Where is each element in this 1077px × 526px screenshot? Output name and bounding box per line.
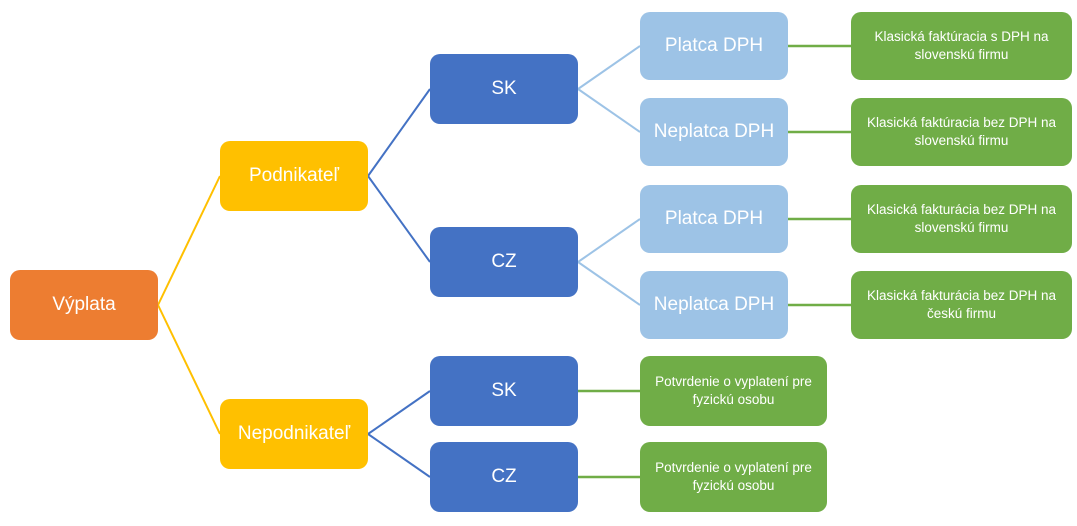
node-podnikatel: Podnikateľ xyxy=(220,141,368,211)
connector-podnikatel-cz xyxy=(367,175,431,263)
result-sk-nepodnikatel: Potvrdenie o vyplatení pre fyzickú osobu xyxy=(640,356,827,426)
node-platca-dph-cz: Platca DPH xyxy=(640,185,788,253)
node-platca-dph-cz-label: Platca DPH xyxy=(664,208,764,229)
result-sk-platca-text: Klasická faktúracia s DPH na slovenskú f… xyxy=(874,29,1049,62)
node-neplatca-dph-sk: Neplatca DPH xyxy=(640,98,788,166)
node-sk-podnikatel: SK xyxy=(430,54,578,124)
result-cz-neplatca-text: Klasická fakturácia bez DPH na českú fir… xyxy=(866,288,1057,321)
result-cz-platca: Klasická fakturácia bez DPH na slovenskú… xyxy=(851,185,1072,253)
connector-nepodnikatel-sk xyxy=(367,390,431,435)
result-cz-nepodnikatel: Potvrdenie o vyplatení pre fyzickú osobu xyxy=(640,442,827,512)
connector-sk-neplatca xyxy=(577,88,641,133)
connector-podnikatel-sk xyxy=(367,88,431,177)
node-vyplata: Výplata xyxy=(10,270,158,340)
node-sk-nepodnikatel: SK xyxy=(430,356,578,426)
result-sk-neplatca-text: Klasická faktúracia bez DPH na slovenskú… xyxy=(866,115,1057,148)
node-nepodnikatel-label: Nepodnikateľ xyxy=(237,423,351,444)
node-cz-nepodnikatel: CZ xyxy=(430,442,578,512)
result-sk-neplatca: Klasická faktúracia bez DPH na slovenskú… xyxy=(851,98,1072,166)
node-sk-podnikatel-label: SK xyxy=(491,78,517,99)
connector-sk-platca xyxy=(577,45,641,90)
connector-vyplata-nepodnikatel xyxy=(157,304,221,435)
result-cz-nepodnikatel-text: Potvrdenie o vyplatení pre fyzickú osobu xyxy=(655,460,812,493)
node-nepodnikatel: Nepodnikateľ xyxy=(220,399,368,469)
result-cz-platca-text: Klasická fakturácia bez DPH na slovenskú… xyxy=(866,202,1057,235)
node-podnikatel-label: Podnikateľ xyxy=(248,165,340,186)
connector-nepodnikatel-cz xyxy=(367,433,431,478)
node-platca-dph-sk: Platca DPH xyxy=(640,12,788,80)
result-sk-platca: Klasická faktúracia s DPH na slovenskú f… xyxy=(851,12,1072,80)
node-neplatca-dph-cz-label: Neplatca DPH xyxy=(653,294,775,315)
node-cz-podnikatel-label: CZ xyxy=(491,251,517,272)
node-sk-nepodnikatel-label: SK xyxy=(491,380,517,401)
result-cz-neplatca: Klasická fakturácia bez DPH na českú fir… xyxy=(851,271,1072,339)
connector-cz-neplatca xyxy=(577,261,641,306)
result-sk-nepodnikatel-text: Potvrdenie o vyplatení pre fyzickú osobu xyxy=(655,374,812,407)
node-neplatca-dph-sk-label: Neplatca DPH xyxy=(653,121,775,142)
node-platca-dph-sk-label: Platca DPH xyxy=(664,35,764,56)
node-cz-podnikatel: CZ xyxy=(430,227,578,297)
connector-vyplata-podnikatel xyxy=(157,175,221,306)
node-cz-nepodnikatel-label: CZ xyxy=(491,466,517,487)
connector-cz-platca xyxy=(577,218,641,263)
node-vyplata-label: Výplata xyxy=(52,294,116,315)
node-neplatca-dph-cz: Neplatca DPH xyxy=(640,271,788,339)
